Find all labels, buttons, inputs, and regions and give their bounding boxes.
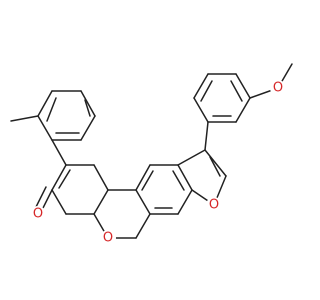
carbonyl-oxygen-label: O [33,207,43,222]
methoxy-oxygen-atom-background [270,80,286,96]
bond-lines [10,63,293,239]
carbonyl-oxygen-atom-background [30,206,46,222]
furan-oxygen-atom: O [206,197,222,213]
carbonyl-oxygen-atom: O [30,206,46,222]
furan-oxygen-label: O [209,198,219,213]
furan-oxygen-atom-background [206,197,222,213]
methoxy-oxygen-atom: O [270,80,286,96]
pyran-oxygen-atom: O [100,230,116,246]
heteroatom-labels: O O O O [30,80,286,246]
pyran-oxygen-atom-background [100,230,116,246]
pyran-oxygen-label: O [103,231,113,246]
molecule-diagram: O O O O [10,63,293,246]
methoxy-oxygen-label: O [273,81,283,96]
